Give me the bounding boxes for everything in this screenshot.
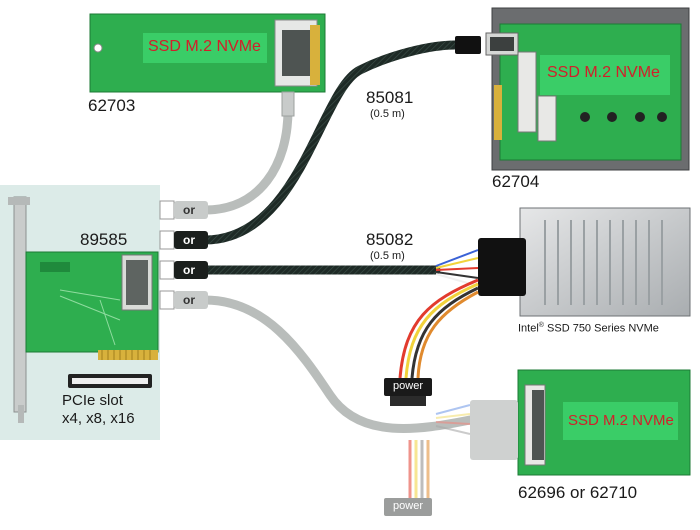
or-label-1: or bbox=[183, 203, 195, 217]
label-85081: 85081 bbox=[366, 88, 414, 107]
cable-85081 bbox=[200, 40, 460, 245]
sas-connector-3 bbox=[159, 260, 208, 280]
cable-grey-lower bbox=[200, 295, 475, 433]
intel-ssd-750 bbox=[519, 207, 691, 317]
sas-connector-4 bbox=[159, 290, 208, 310]
power-wires-ghost bbox=[408, 440, 430, 498]
pcie-card-89585 bbox=[25, 251, 159, 360]
pcie-slot bbox=[68, 374, 152, 388]
board-62704 bbox=[485, 7, 690, 171]
u2-connector bbox=[478, 238, 526, 296]
label-89585: 89585 bbox=[80, 230, 128, 249]
sas-connector-2 bbox=[159, 230, 208, 250]
pcie-slot-title: PCIe slot bbox=[62, 392, 123, 409]
label-intel-ssd: Intel® SSD 750 Series NVMe bbox=[518, 322, 659, 335]
label-62704: 62704 bbox=[492, 172, 540, 191]
intel-registered-mark: ® bbox=[538, 322, 544, 329]
sas-connector-1 bbox=[159, 200, 208, 220]
cable-grey-lower-wires bbox=[435, 404, 471, 435]
label-pcie-slot: PCIe slot x4, x8, x16 bbox=[62, 392, 135, 428]
ssd-label-62704: SSD M.2 NVMe bbox=[547, 64, 660, 81]
intel-brand: Intel bbox=[518, 322, 539, 335]
ssd-label-62703: SSD M.2 NVMe bbox=[148, 38, 261, 55]
power-wires bbox=[398, 278, 479, 379]
label-85082-length: (0.5 m) bbox=[370, 250, 405, 262]
board-62703 bbox=[89, 13, 326, 93]
or-label-2: or bbox=[183, 233, 195, 247]
label-62696: 62696 or 62710 bbox=[518, 483, 638, 502]
intel-model: SSD 750 Series NVMe bbox=[543, 322, 659, 335]
cable-85082-wires bbox=[435, 249, 479, 287]
board-62696 bbox=[517, 369, 691, 476]
or-label-3: or bbox=[183, 263, 195, 277]
or-label-4: or bbox=[183, 293, 195, 307]
power-label-2: power bbox=[393, 500, 423, 512]
ssd-label-62696: SSD M.2 NVMe bbox=[568, 412, 674, 429]
u2-connector-ghost bbox=[470, 400, 518, 460]
label-62703: 62703 bbox=[88, 96, 136, 115]
cable-grey-upper bbox=[200, 105, 293, 215]
power-plug-black bbox=[384, 378, 432, 396]
power-plug-grey bbox=[384, 498, 432, 516]
label-85081-length: (0.5 m) bbox=[370, 108, 405, 120]
label-85082: 85082 bbox=[366, 230, 414, 249]
pcie-slot-widths: x4, x8, x16 bbox=[62, 410, 135, 427]
power-label-1: power bbox=[393, 380, 423, 392]
